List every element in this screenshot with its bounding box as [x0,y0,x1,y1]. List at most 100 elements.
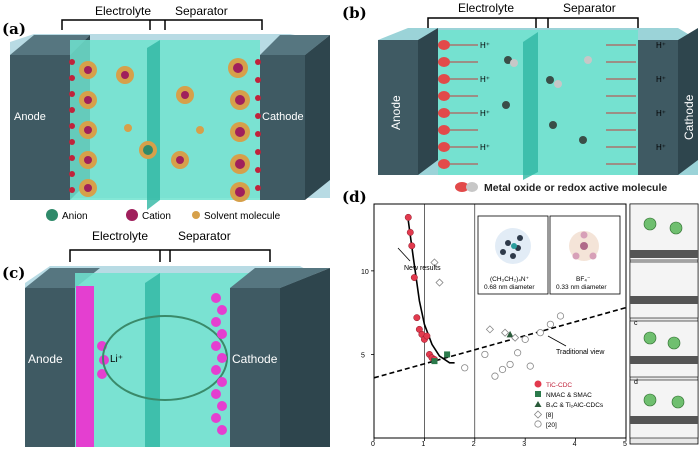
x-tick-label-4: 4 [573,441,577,447]
b-cathode-label: Cathode [682,94,696,140]
panel-a: (a) Electrolyte Separator Anode Cathode [0,0,335,225]
new-results-arrow [397,247,411,262]
a-anion-layer [228,58,250,202]
inset-label-d: d [634,379,638,386]
c-anode-label: Anode [28,352,63,366]
d-legend: TiC-CDC NMAC & SMAC B₄C & Ti₂AlC-CDCs [8… [533,380,604,429]
point-series0-4 [413,314,421,322]
point-series1-0 [431,358,438,365]
panel-b: (b) Electrolyte Separator Anode Cathode … [338,0,700,200]
point-series0-1 [406,228,414,236]
b-proton-8: H⁺ [656,143,666,152]
x-tick-label-3: 3 [522,441,526,447]
point-series1-1 [444,351,451,358]
cation-legend-icon [126,209,138,221]
panel-c: (c) Electrolyte Separator Anode Cathode … [0,228,335,447]
traditional-view-arrow [547,335,567,347]
point-series4-8 [556,312,565,320]
b-proton-3: H⁺ [480,109,490,118]
b-proton-1: H⁺ [480,41,490,50]
b-proton-5: H⁺ [656,41,666,50]
x-tick-label-1: 1 [421,441,425,447]
traditional-view-line [373,306,627,379]
b-proton-6: H⁺ [656,75,666,84]
x-tick-label-0: 0 [371,441,375,447]
ion1-size: 0.68 nm diameter [484,284,535,291]
a-cation-layer [79,61,97,197]
point-series4-10 [461,364,469,372]
panel-a-diagram: Electrolyte Separator Anode Cathode [10,4,330,222]
panel-c-label: (c) [2,264,26,282]
c-separator-label: Separator [178,229,231,243]
d-legend-1: NMAC & SMAC [546,392,592,399]
d-legend-0: TiC-CDC [546,382,572,389]
b-anode-label: Anode [389,95,403,130]
traditional-view-annotation: Traditional view [556,349,605,356]
c-cathode-label: Cathode [232,352,278,366]
point-series0-8 [423,332,431,340]
point-series3-3 [500,328,510,337]
y-tick-label-0: 5 [361,352,365,359]
a-cathode-charges [255,59,261,191]
a-electrolyte-label: Electrolyte [95,4,151,18]
panel-c-diagram: Electrolyte Separator Anode Cathode Li⁺ [25,229,330,447]
d-legend-3: [8] [546,412,553,419]
point-series3-1 [435,278,444,287]
ion2-formula: BF₄⁻ [576,276,591,283]
a-legend-cation: Cation [142,211,171,222]
d-legend-2: B₄C & Ti₂AlC-CDCs [546,402,604,409]
panel-b-label: (b) [342,4,367,22]
x-tick-label-2: 2 [472,441,476,447]
point-series4-4 [514,349,522,357]
point-series0-0 [404,213,412,221]
redox-legend-icon [455,182,469,192]
a-cathode-label: Cathode [262,111,304,123]
b-proton-2: H⁺ [480,75,490,84]
point-series4-3 [506,360,514,369]
a-anode-charges [69,59,75,193]
plot-markers [404,213,565,380]
point-series4-9 [526,362,534,370]
point-series4-0 [481,350,489,359]
b-anode-chains [450,44,478,165]
point-series3-4 [511,333,520,342]
point-series0-2 [408,242,416,250]
d-legend-4: [20] [546,422,557,429]
c-cathode-li [211,293,227,435]
panel-b-diagram: Electrolyte Separator Anode Cathode H⁺ H… [378,1,698,194]
inset-label-c: c [634,320,638,327]
redox-legend-icon-2 [466,182,478,192]
point-series0-3 [410,274,418,281]
b-proton-7: H⁺ [656,109,666,118]
point-series3-0 [430,258,439,267]
b-electrolyte-label: Electrolyte [458,1,514,15]
solvent-legend-icon [192,211,200,219]
b-separator-label: Separator [563,1,616,15]
b-proton-4: H⁺ [480,143,490,152]
panel-d-label: (d) [342,188,367,206]
anion-legend-icon [46,209,58,221]
point-series4-1 [491,372,499,380]
ion2-size: 0.33 nm diameter [556,284,607,291]
b-redox-layer-anode [438,40,450,169]
point-series2-0 [506,330,514,338]
c-ion-label: Li⁺ [110,354,123,365]
a-separator-label: Separator [175,4,228,18]
point-series4-5 [521,335,529,343]
b-bulk-molecules [502,56,592,144]
panel-a-label: (a) [2,20,26,38]
a-bulk-ions [116,66,204,169]
a-legend-anion: Anion [62,211,88,222]
b-legend: Metal oxide or redox active molecule [484,182,667,194]
x-tick-label-5: 5 [623,441,627,447]
point-series4-7 [546,320,554,328]
new-results-annotation: New results [404,265,441,272]
c-electrolyte-label: Electrolyte [92,229,148,243]
ion1-formula: (CH₃CH₂)₄N⁺ [490,276,530,283]
point-series4-6 [536,329,544,337]
c-anode-li-layer [76,286,94,447]
point-series3-2 [485,325,494,334]
a-anode-label: Anode [14,111,46,123]
